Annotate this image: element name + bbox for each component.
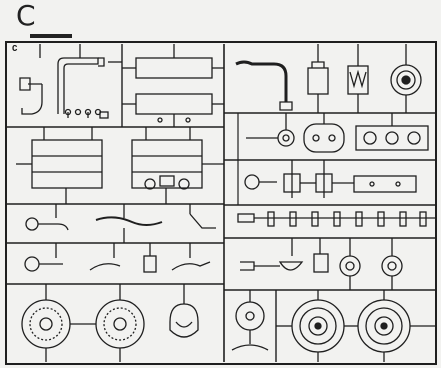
part-side-plates [122, 44, 224, 127]
part-small-wheel [231, 290, 269, 351]
outer-frame [5, 41, 437, 365]
part-wheel-hubs [276, 290, 436, 362]
title-bar [30, 34, 72, 38]
part-exhaust-pipe [19, 44, 122, 119]
part-hose-and-seats [235, 44, 422, 113]
part-levers-row-1 [25, 204, 216, 243]
part-levers-row-2 [24, 243, 211, 273]
bolt-group [267, 211, 427, 227]
part-lamp-parts [240, 238, 403, 290]
part-bolts-row [237, 211, 436, 227]
part-small-caps [246, 113, 429, 153]
part-fender-blocks [16, 127, 224, 204]
sprue-letter: C [16, 0, 36, 32]
frame-tag: C [12, 44, 18, 54]
part-brake-discs [21, 284, 199, 362]
part-brackets [244, 160, 417, 198]
